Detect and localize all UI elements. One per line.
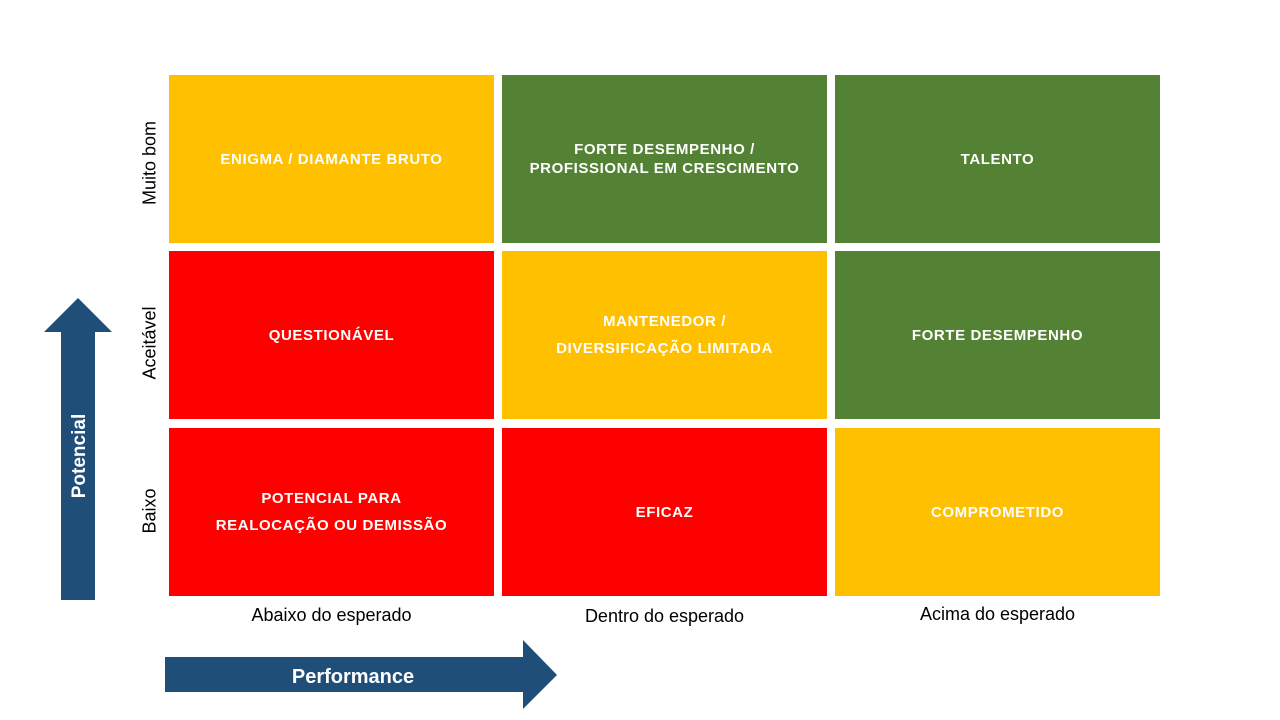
col-label-acima: Acima do esperado bbox=[919, 604, 1076, 624]
cell-mantenedor: MANTENEDOR / DIVERSIFICAÇÃO LIMITADA bbox=[502, 251, 827, 419]
cell-enigma: ENIGMA / DIAMANTE BRUTO bbox=[169, 75, 494, 243]
cell-label: QUESTIONÁVEL bbox=[268, 326, 395, 344]
cell-label: COMPROMETIDO bbox=[930, 503, 1065, 521]
col-label-abaixo: Abaixo do esperado bbox=[251, 605, 412, 625]
cell-label: DIVERSIFICAÇÃO LIMITADA bbox=[556, 340, 773, 357]
cell-label: EFICAZ bbox=[635, 503, 694, 521]
cell-label: POTENCIAL PARA bbox=[261, 490, 402, 507]
performance-arrow bbox=[165, 640, 557, 709]
cell-talento: TALENTO bbox=[835, 75, 1160, 243]
cell-questionavel: QUESTIONÁVEL bbox=[169, 251, 494, 419]
cell-label: TALENTO bbox=[960, 150, 1035, 168]
cell-eficaz: EFICAZ bbox=[502, 428, 827, 596]
potential-axis-title: Potencial bbox=[69, 413, 90, 499]
performance-axis-title: Performance bbox=[291, 666, 415, 688]
potential-arrow bbox=[44, 298, 112, 600]
row-label-aceitavel: Aceitável bbox=[139, 306, 160, 380]
cell-label: FORTE DESEMPENHO bbox=[911, 326, 1084, 344]
cell-label: REALOCAÇÃO OU DEMISSÃO bbox=[215, 517, 448, 534]
cell-label: PROFISSIONAL EM CRESCIMENTO bbox=[529, 160, 800, 177]
cell-label: ENIGMA / DIAMANTE BRUTO bbox=[220, 150, 443, 168]
cell-comprometido: COMPROMETIDO bbox=[835, 428, 1160, 596]
cell-forte-desempenho-crescimento: FORTE DESEMPENHO / PROFISSIONAL EM CRESC… bbox=[502, 75, 827, 243]
cell-forte-desempenho: FORTE DESEMPENHO bbox=[835, 251, 1160, 419]
row-label-baixo: Baixo bbox=[139, 488, 160, 534]
cell-label: MANTENEDOR / bbox=[602, 313, 727, 330]
row-label-muito-bom: Muito bom bbox=[139, 120, 160, 206]
cell-potencial-realocacao: POTENCIAL PARA REALOCAÇÃO OU DEMISSÃO bbox=[169, 428, 494, 596]
cell-label: FORTE DESEMPENHO / bbox=[574, 141, 755, 158]
col-label-dentro: Dentro do esperado bbox=[584, 606, 745, 626]
